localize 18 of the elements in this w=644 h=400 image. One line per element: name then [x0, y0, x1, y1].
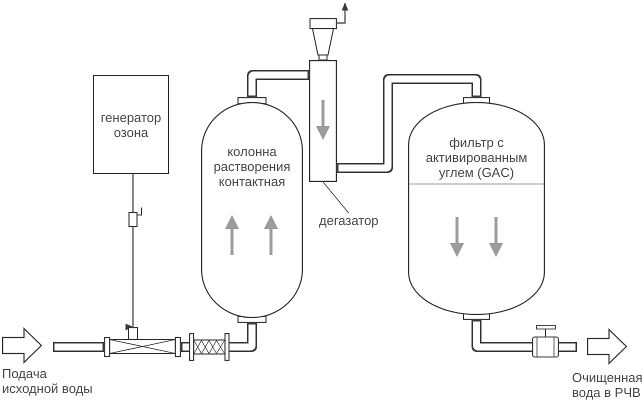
filter-vessel — [408, 97, 545, 320]
contact-column — [201, 97, 303, 323]
pipe — [181, 323, 257, 352]
process-box — [93, 75, 169, 174]
node-label: колонна растворения контактная — [212, 144, 292, 189]
node-label: фильтр с активированным углем (GAC) — [424, 135, 528, 180]
arrow — [125, 174, 134, 330]
callout-label: дегазатор — [319, 213, 385, 230]
injector-fitting — [104, 327, 181, 357]
pipe — [53, 342, 104, 352]
leader-line — [322, 182, 350, 214]
pipe — [472, 320, 577, 352]
pipe — [247, 70, 309, 97]
flow-label: Подача исходной воды — [2, 366, 94, 396]
flow-label: Очищенная вода в РЧВ — [572, 370, 644, 400]
node-label: генератор озона — [100, 110, 162, 140]
pipe — [337, 74, 482, 173]
arrow — [337, 2, 348, 24]
